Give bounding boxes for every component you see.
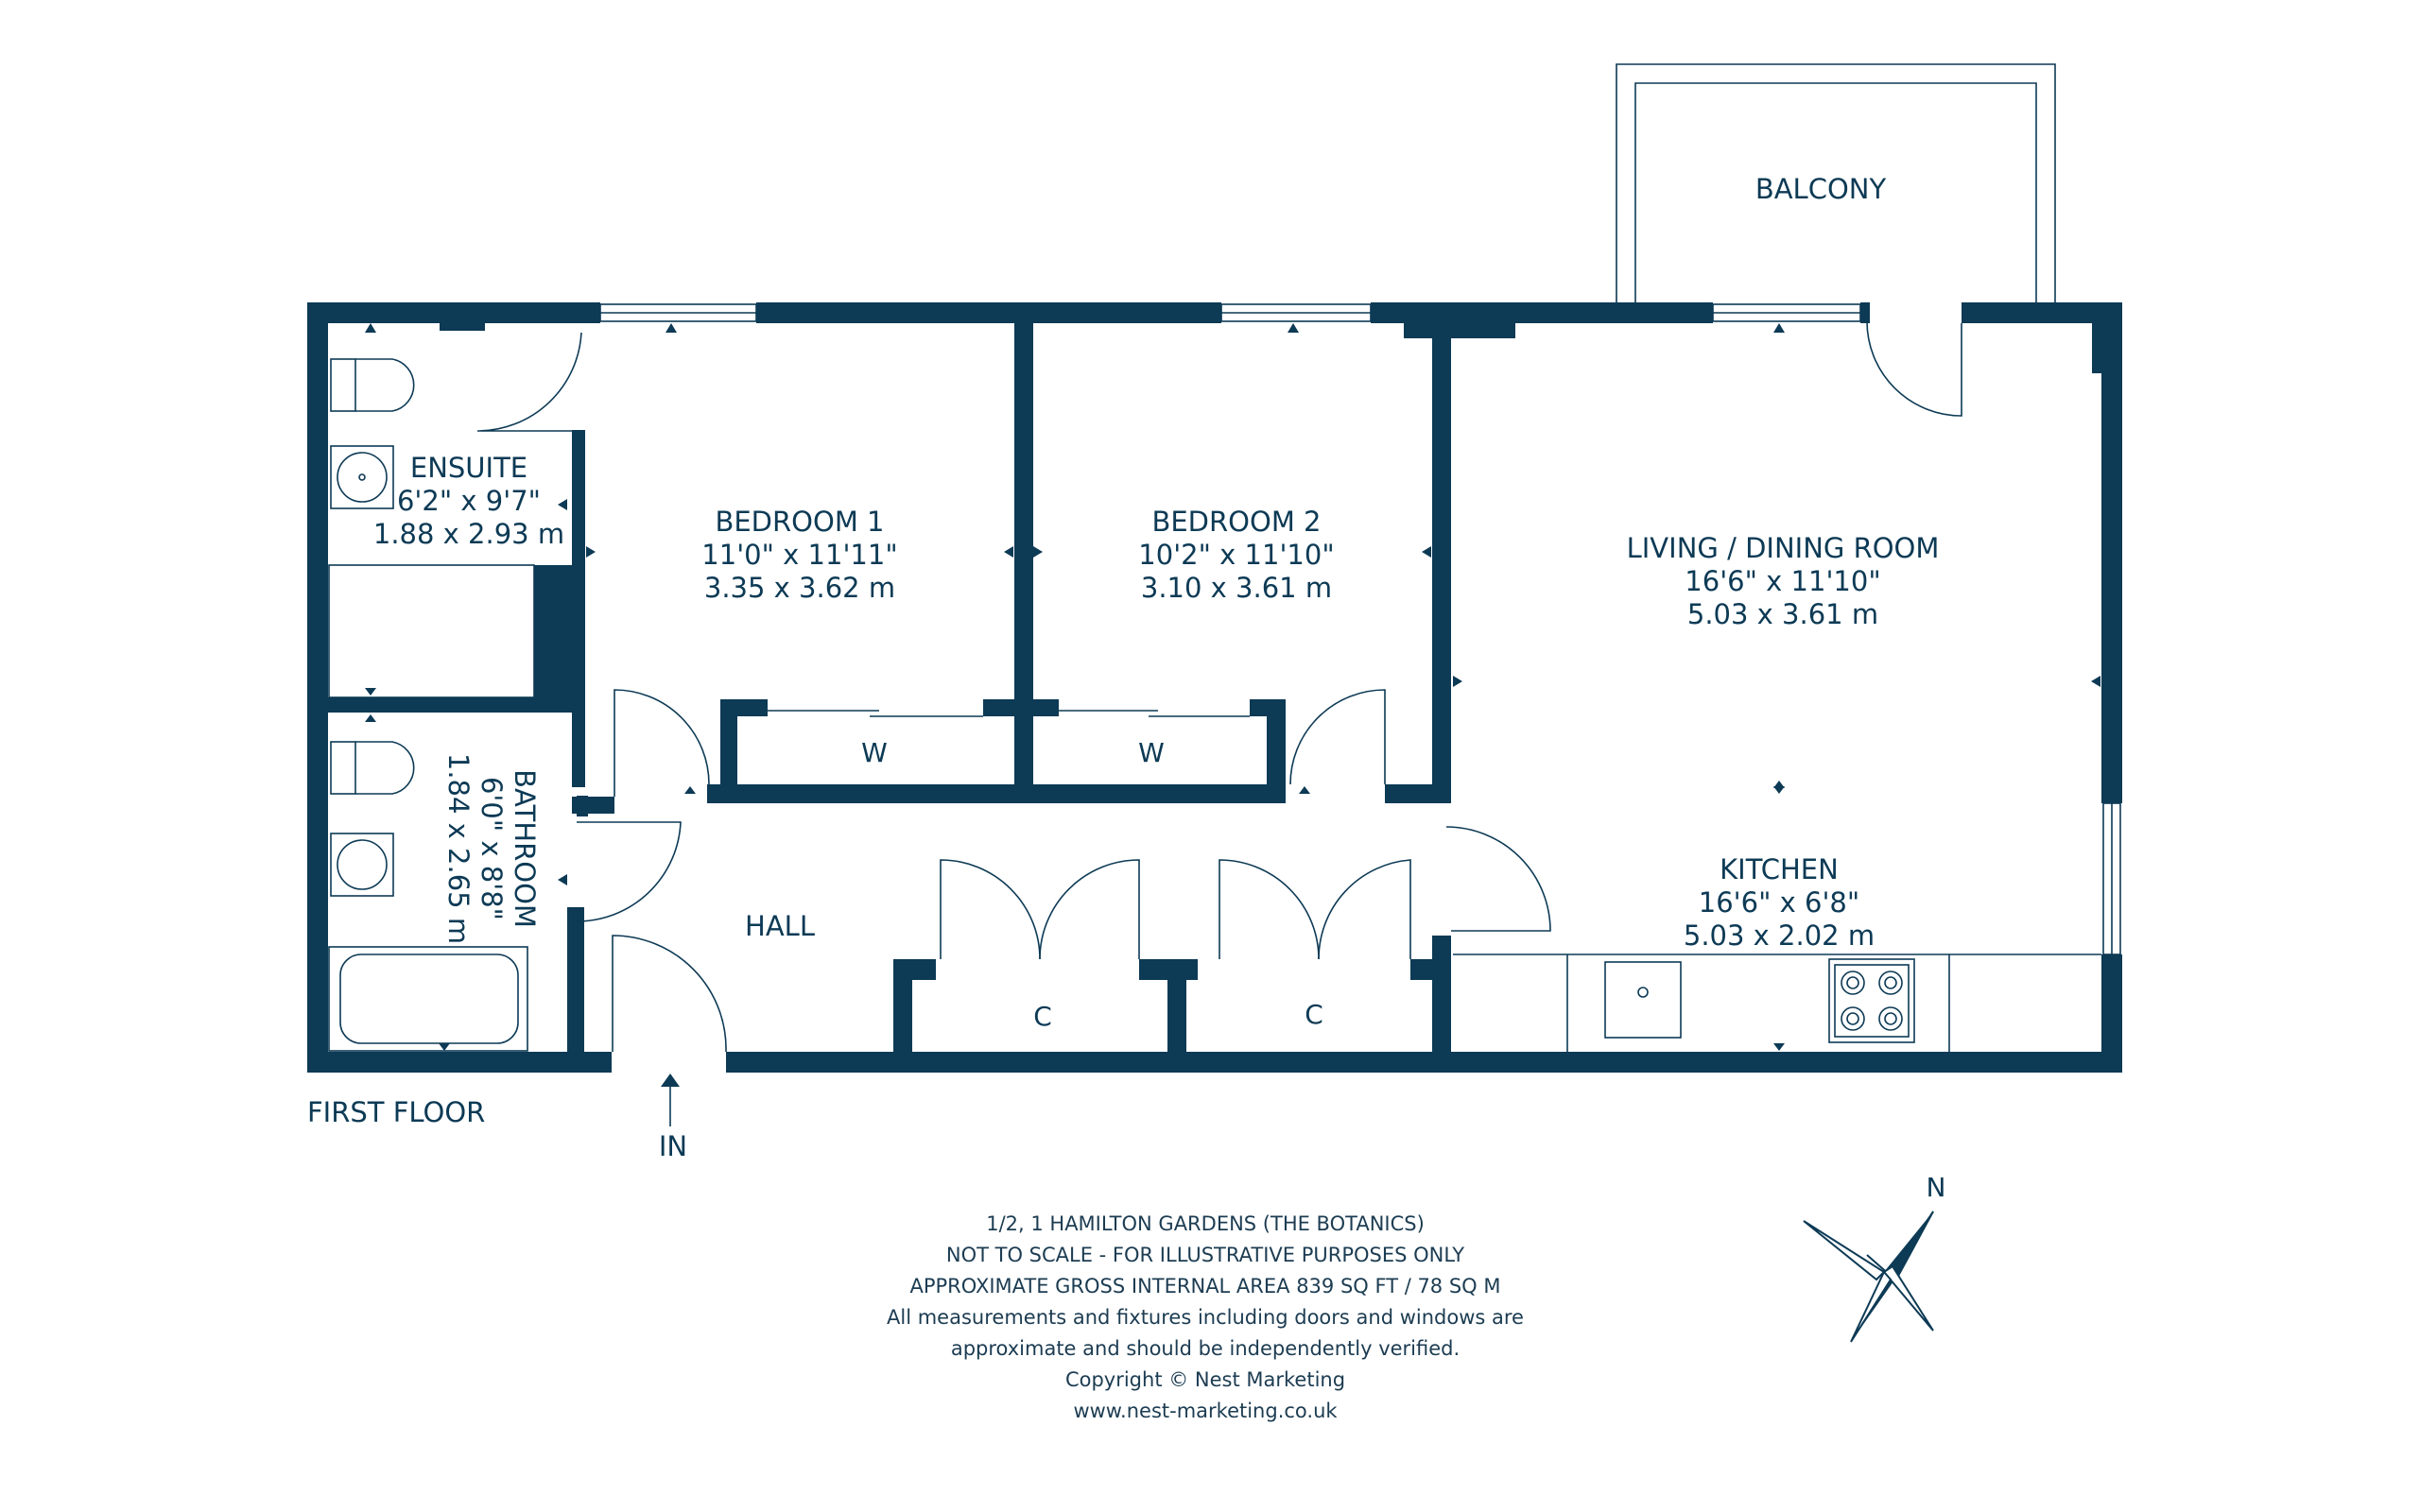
ensuite-labels: ENSUITE 6'2" x 9'7" 1.88 x 2.93 m <box>373 452 564 550</box>
entrance-label: IN <box>659 1130 687 1162</box>
cupboard2-label: C <box>1305 999 1323 1030</box>
interior-walls <box>328 321 1451 1073</box>
footer-disclaimer-1: All measurements and fixtures including … <box>887 1306 1524 1329</box>
footer-area: APPROXIMATE GROSS INTERNAL AREA 839 SQ F… <box>909 1275 1500 1297</box>
bedroom1-labels: BEDROOM 1 11'0" x 11'11" 3.35 x 3.62 m <box>701 506 897 604</box>
living-labels: LIVING / DINING ROOM 16'6" x 11'10" 5.03… <box>1627 532 1940 630</box>
bedroom1-name: BEDROOM 1 <box>715 506 884 538</box>
hall-label: HALL <box>745 910 815 942</box>
kitchen-metric: 5.03 x 2.02 m <box>1684 919 1875 952</box>
living-metric: 5.03 x 3.61 m <box>1687 598 1878 630</box>
ensuite-wc <box>330 358 415 412</box>
balcony-outline <box>1616 63 2056 302</box>
bathroom-name: BATHROOM <box>509 769 541 928</box>
doors <box>476 320 1962 1053</box>
living-name: LIVING / DINING ROOM <box>1627 532 1940 564</box>
wardrobe1-label: W <box>861 737 888 768</box>
bathroom-metric: 1.84 x 2.65 m <box>442 753 475 944</box>
bathroom-imperial: 6'0" x 8'8" <box>475 777 508 920</box>
kitchen-imperial: 16'6" x 6'8" <box>1699 886 1859 919</box>
kitchen-worktop <box>1453 954 2101 1052</box>
compass-icon <box>1803 1211 1934 1343</box>
cupboard1-label: C <box>1033 1001 1052 1032</box>
bedroom2-labels: BEDROOM 2 10'2" x 11'10" 3.10 x 3.61 m <box>1138 506 1334 604</box>
kitchen-sink <box>1604 961 1682 1039</box>
footer-website: www.nest-marketing.co.uk <box>1073 1400 1338 1422</box>
footer-address: 1/2, 1 HAMILTON GARDENS (THE BOTANICS) <box>986 1212 1425 1235</box>
bathroom-labels: BATHROOM 6'0" x 8'8" 1.84 x 2.65 m <box>442 753 541 944</box>
ensuite-shower <box>328 564 535 698</box>
entrance-arrow <box>661 1074 680 1126</box>
bedroom2-metric: 3.10 x 3.61 m <box>1141 572 1332 604</box>
bedroom1-metric: 3.35 x 3.62 m <box>704 572 895 604</box>
kitchen-hob <box>1828 958 1915 1043</box>
footer-disclaimer-2: approximate and should be independently … <box>951 1337 1460 1360</box>
windows <box>599 303 2121 955</box>
ensuite-imperial: 6'2" x 9'7" <box>397 485 541 517</box>
bedroom2-imperial: 10'2" x 11'10" <box>1138 539 1334 571</box>
ensuite-basin <box>330 445 394 509</box>
compass-north-label: N <box>1927 1172 1946 1203</box>
living-imperial: 16'6" x 11'10" <box>1685 565 1880 597</box>
floor-label: FIRST FLOOR <box>307 1096 485 1128</box>
bedroom2-name: BEDROOM 2 <box>1151 506 1321 538</box>
footer-copyright: Copyright © Nest Marketing <box>1065 1368 1345 1391</box>
kitchen-labels: KITCHEN 16'6" x 6'8" 5.03 x 2.02 m <box>1684 853 1875 952</box>
bathroom-wc <box>330 741 415 795</box>
kitchen-name: KITCHEN <box>1720 853 1839 885</box>
footer-notes: 1/2, 1 HAMILTON GARDENS (THE BOTANICS) N… <box>887 1212 1524 1422</box>
bathroom-bath <box>328 946 528 1052</box>
ensuite-name: ENSUITE <box>410 452 527 484</box>
wardrobe-sliders <box>768 710 1250 717</box>
outer-walls <box>307 302 2122 1073</box>
wardrobe2-label: W <box>1138 737 1165 768</box>
bedroom1-imperial: 11'0" x 11'11" <box>701 539 897 571</box>
ensuite-metric: 1.88 x 2.93 m <box>373 518 564 550</box>
footer-scale-note: NOT TO SCALE - FOR ILLUSTRATIVE PURPOSES… <box>946 1244 1464 1266</box>
balcony-label: BALCONY <box>1755 173 1887 205</box>
bathroom-basin <box>330 833 394 897</box>
measurement-markers <box>365 323 2100 1051</box>
